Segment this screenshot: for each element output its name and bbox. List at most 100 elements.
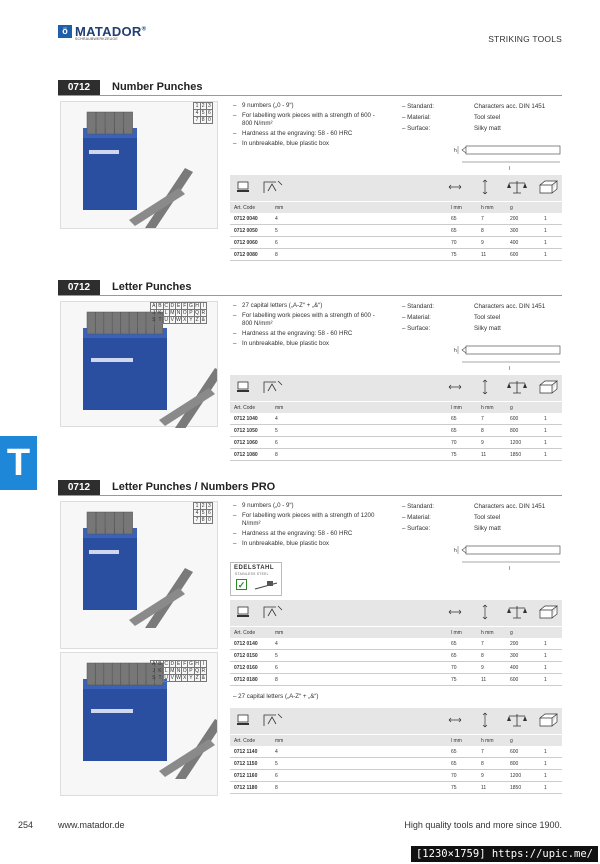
section-header: 0712 Letter Punches / Numbers PRO [58, 480, 562, 496]
svg-text:h: h [454, 148, 457, 154]
feature-item: In unbreakable, blue plastic box [233, 340, 383, 348]
feature-list: 27 capital letters („A-Z“ + „&“)For labe… [233, 302, 383, 350]
sub-note: 27 capital letters („A-Z“ + „&“) [233, 693, 318, 700]
table-header: Art. Code mm l mm h mm g [230, 201, 562, 213]
svg-text:h: h [454, 548, 457, 554]
svg-text:l: l [509, 366, 510, 372]
table-header: Art. Code mm l mm h mm g [230, 401, 562, 413]
table-icon-row [230, 375, 562, 401]
svg-text:l: l [509, 566, 510, 572]
spec-row: Standard:Characters acc. DIN 1451 [402, 501, 545, 512]
spec-list: Standard:Characters acc. DIN 1451Materia… [402, 501, 545, 534]
char-height-icon [263, 380, 283, 393]
feature-list: 9 numbers („0 - 9“) For labelling work pi… [233, 102, 383, 150]
feature-item: For labelling work pieces with a strengt… [233, 112, 383, 128]
table-header: Art. Code mm l mm h mm g [230, 734, 562, 746]
product-image-0 [60, 101, 218, 232]
feature-item: In unbreakable, blue plastic box [233, 140, 383, 148]
table-icon-row [230, 708, 562, 734]
punch-set-icon [237, 181, 249, 192]
section-code: 0712 [58, 280, 100, 295]
footer-tagline: High quality tools and more since 1900. [404, 820, 562, 830]
product-photo [83, 111, 193, 232]
feature-item: Hardness at the engraving: 58 - 60 HRC [233, 330, 383, 338]
stainless-badge: EDELSTAHL STAINLESS STEEL ✓ [230, 562, 282, 596]
punch-drawing: h l [454, 145, 561, 172]
check-icon: ✓ [236, 579, 247, 590]
package-icon [539, 180, 558, 194]
punch-drawing: h l [454, 545, 561, 572]
section-header: 0712 Letter Punches [58, 280, 562, 296]
table-icon-row [230, 600, 562, 626]
char-height-icon [263, 180, 283, 193]
section-code: 0712 [58, 80, 100, 95]
spec-row: Material:Tool steel [402, 112, 545, 123]
table-icon-row [230, 175, 562, 201]
length-icon [448, 384, 462, 390]
svg-text:l: l [509, 166, 510, 172]
divider [58, 95, 562, 96]
package-icon [539, 380, 558, 394]
section-header: 0712 Number Punches [58, 80, 562, 96]
section-title: Number Punches [112, 81, 203, 93]
product-photo [83, 311, 223, 432]
feature-item: Hardness at the engraving: 58 - 60 HRC [233, 530, 383, 538]
spec-row: Surface:Silky matt [402, 323, 545, 334]
spec-list: Standard:Characters acc. DIN 1451Materia… [402, 301, 545, 334]
char-height-icon [263, 713, 283, 726]
logo-name: MATADOR® [75, 24, 147, 39]
feature-list: 9 numbers („0 - 9“)For labelling work pi… [233, 502, 383, 550]
hammer-icon [254, 581, 278, 590]
char-height-icon [263, 605, 283, 618]
footer-url[interactable]: www.matador.de [58, 820, 125, 830]
brand-logo: ö MATADOR® SCHRAUBWERKZEUGE [58, 24, 147, 41]
section-title: Letter Punches / Numbers PRO [112, 481, 276, 493]
spec-row: Standard:Characters acc. DIN 1451 [402, 101, 545, 112]
spec-row: Material:Tool steel [402, 312, 545, 323]
height-icon [482, 604, 488, 620]
length-icon [448, 609, 462, 615]
watermark: [1230×1759] https://upic.me/ [410, 846, 598, 862]
package-icon [539, 605, 558, 619]
weight-icon [507, 714, 527, 727]
section-code: 0712 [58, 480, 100, 495]
spec-row: Standard:Characters acc. DIN 1451 [402, 301, 545, 312]
logo-subtitle: SCHRAUBWERKZEUGE [75, 37, 118, 41]
feature-item: In unbreakable, blue plastic box [233, 540, 383, 548]
height-icon [482, 179, 488, 195]
weight-icon [507, 381, 527, 394]
punch-drawing: h l [454, 345, 561, 372]
svg-text:h: h [454, 348, 457, 354]
product-section-0: 0712 Number Punches 1234567809 numbers (… [58, 80, 562, 270]
weight-icon [507, 606, 527, 619]
punch-set-icon [237, 714, 249, 725]
category-label: STRIKING TOOLS [488, 34, 562, 44]
height-icon [482, 379, 488, 395]
spec-row: Surface:Silky matt [402, 523, 545, 534]
spec-row: Material:Tool steel [402, 512, 545, 523]
feature-item: For labelling work pieces with a strengt… [233, 512, 383, 528]
feature-item: 27 capital letters („A-Z“ + „&“) [233, 302, 383, 310]
feature-item: 9 numbers („0 - 9“) [233, 102, 383, 110]
punch-set-icon [237, 381, 249, 392]
